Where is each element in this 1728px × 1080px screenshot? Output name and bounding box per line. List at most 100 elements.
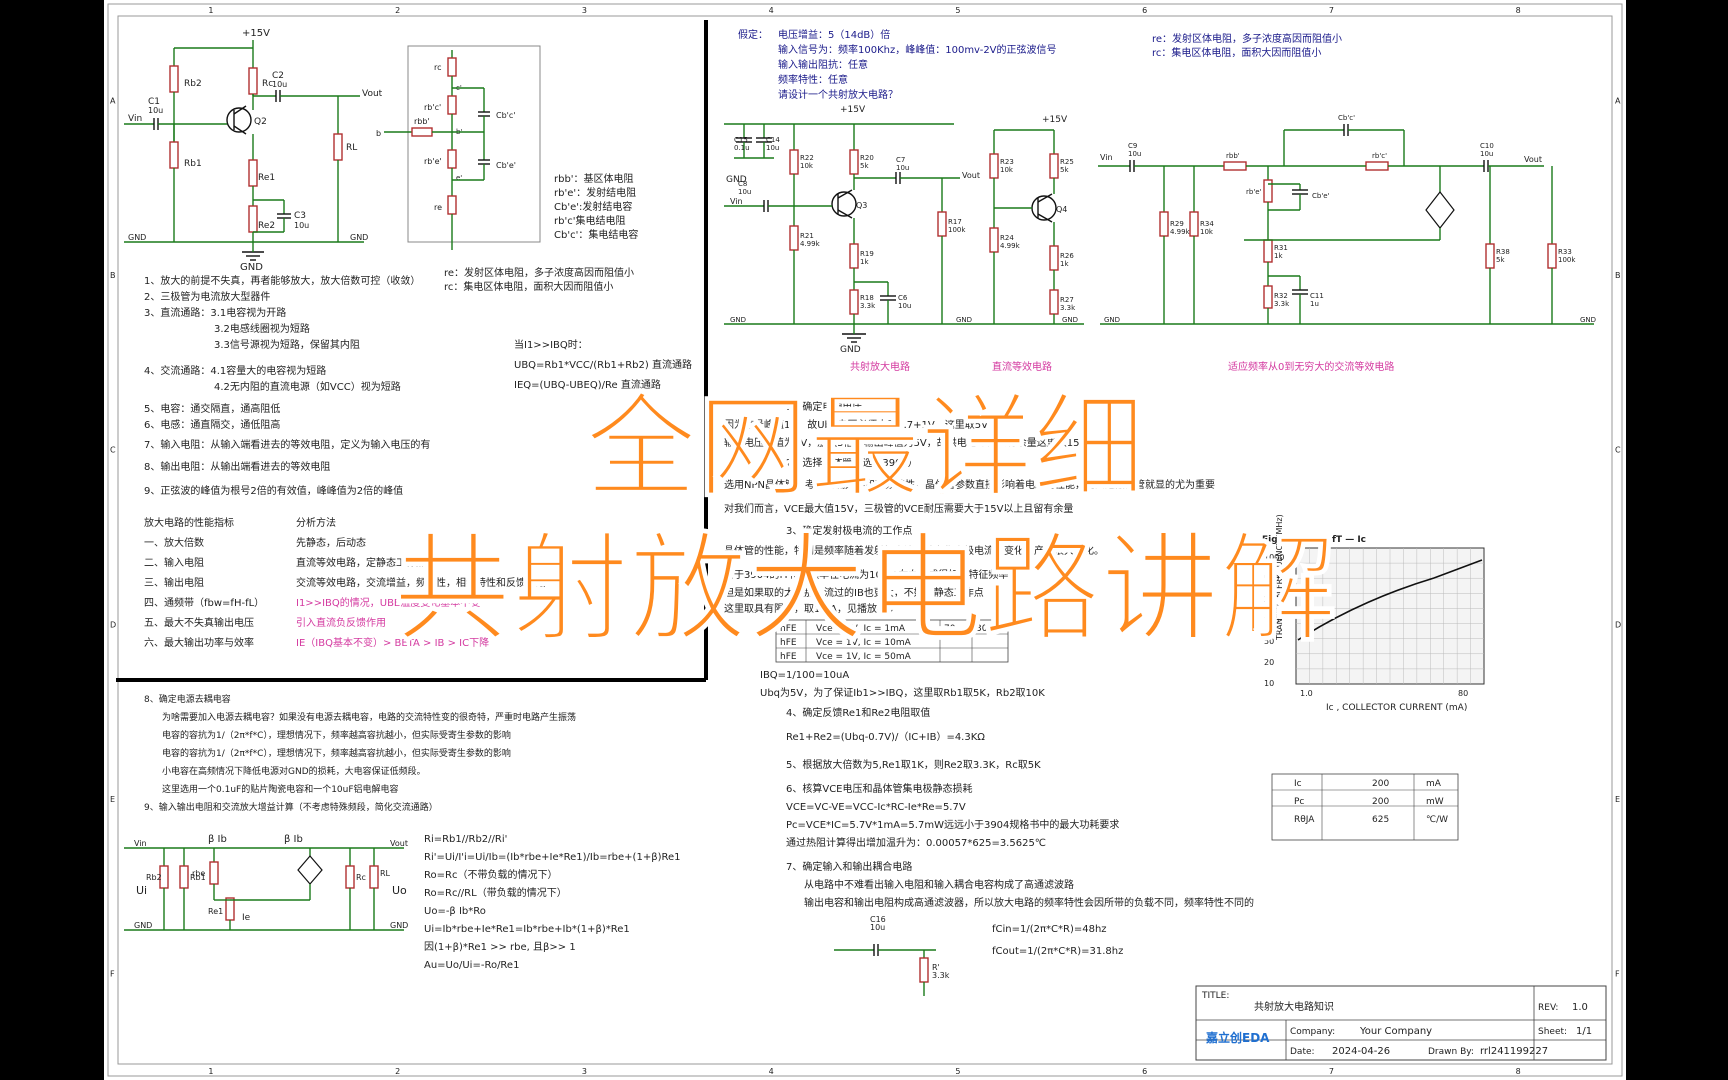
svg-text:10u: 10u bbox=[1480, 150, 1493, 158]
svg-text:R29: R29 bbox=[1170, 220, 1184, 228]
svg-text:0.1u: 0.1u bbox=[734, 144, 750, 152]
note-line: 3.3信号源视为短路，保留其内阻 bbox=[214, 338, 360, 351]
ibq-line: IEQ=(UBQ-UBEQ)/Re 直流通路 bbox=[514, 378, 661, 391]
svg-text:fT — Ic: fT — Ic bbox=[1332, 535, 1366, 545]
ft-ytick: 100 bbox=[1264, 616, 1279, 625]
border-col-mark: 6 bbox=[1142, 1067, 1147, 1076]
svg-text:Rb2: Rb2 bbox=[184, 79, 202, 89]
border-row-mark: D bbox=[110, 620, 116, 629]
svg-text:Vin: Vin bbox=[730, 197, 743, 206]
model-legend-line: rb'e'：发射结电阻 bbox=[554, 186, 636, 199]
svg-text:+15V: +15V bbox=[1042, 115, 1068, 125]
step-line: 从电路中不难看出输入电阻和输入耦合电容构成了高通滤波路 bbox=[804, 878, 1074, 891]
perf-header: 分析方法 bbox=[296, 516, 336, 529]
spec-line: 输入输出阻抗：任意 bbox=[778, 58, 868, 71]
small-signal-circuit: Vin Vout β Ib β Ib Rb2 Rb1 rbe Re1 Ie Rc… bbox=[124, 834, 408, 931]
rl-resistor bbox=[333, 133, 343, 161]
svg-text:REV:: REV: bbox=[1538, 1003, 1558, 1013]
rc-resistor bbox=[248, 67, 258, 95]
svg-text:GND: GND bbox=[240, 262, 263, 273]
perf-metric: 一、放大倍数 bbox=[144, 536, 204, 549]
caption-dc: 直流等效电路 bbox=[992, 360, 1052, 373]
svg-text:Rb2: Rb2 bbox=[146, 873, 162, 882]
fcout-formula: fCout=1/(2π*C*R)=31.8hz bbox=[992, 946, 1123, 957]
q2-transistor bbox=[226, 107, 252, 133]
ft-ytick: 50 bbox=[1264, 637, 1274, 646]
right-note: 由于3904的fT特征频率在电流为10mA左右可成很好的特征频率 bbox=[724, 568, 1008, 581]
right-note: 1、确定电源电压 bbox=[786, 400, 862, 413]
perf-method: 直流等效电路，定静态工作点 bbox=[296, 556, 426, 569]
svg-text:re: re bbox=[434, 203, 442, 212]
svg-text:100k: 100k bbox=[1558, 256, 1576, 264]
spec-line: 请设计一个共射放大电路？ bbox=[778, 88, 898, 101]
overlay-line-2: 共射放大电路讲解 bbox=[393, 520, 1337, 658]
svg-text:Q2: Q2 bbox=[254, 117, 267, 127]
svg-text:4.99k: 4.99k bbox=[1170, 228, 1191, 236]
note-line: 8、输出电阻：从输出端看进去的等效电阻 bbox=[144, 460, 330, 473]
svg-text:GND: GND bbox=[134, 921, 152, 930]
caps-line: 电容的容抗为1/（2π*f*C），理想情况下，频率越高容抗越小，但实际受寄生参数… bbox=[162, 747, 511, 759]
svg-text:R22: R22 bbox=[800, 154, 814, 162]
svg-text:R21: R21 bbox=[800, 232, 814, 240]
sheet-title: 共射放大电路知识 bbox=[1254, 1000, 1334, 1013]
hfe-cell: Vce = 1V, Ic = 10mA bbox=[816, 638, 912, 648]
hfe-cell: Vce = 1V, Ic = 1mA bbox=[816, 624, 906, 634]
svg-text:Cb'c': Cb'c' bbox=[496, 111, 515, 120]
svg-text:10u: 10u bbox=[766, 144, 779, 152]
svg-text:rb'c': rb'c' bbox=[424, 103, 441, 112]
svg-text:Company:: Company: bbox=[1290, 1027, 1335, 1037]
note-line: 9、正弦波的峰值为根号2倍的有效值，峰峰值为2倍的峰值 bbox=[144, 484, 403, 497]
abs-cell: 200 bbox=[1372, 797, 1389, 807]
svg-text:C10: C10 bbox=[1480, 142, 1494, 150]
svg-text:C7: C7 bbox=[896, 156, 905, 164]
svg-text:GND: GND bbox=[1580, 316, 1596, 324]
caps-line: 电容的容抗为1/（2π*f*C），理想情况下，频率越高容抗越小，但实际受寄生参数… bbox=[162, 729, 511, 741]
right-note: 2、选择晶体管（选用3904） bbox=[786, 456, 918, 469]
border-col-mark: 7 bbox=[1329, 6, 1334, 15]
svg-text:100k: 100k bbox=[948, 226, 966, 234]
border-col-mark: 2 bbox=[395, 1067, 400, 1076]
border-col-mark: 1 bbox=[208, 1067, 213, 1076]
svg-text:R26: R26 bbox=[1060, 252, 1074, 260]
svg-text:3.3k: 3.3k bbox=[1274, 300, 1290, 308]
border-row-mark: B bbox=[110, 271, 116, 280]
svg-text:C9: C9 bbox=[1128, 142, 1137, 150]
svg-text:GND: GND bbox=[726, 175, 747, 185]
hfe-cell: 70 bbox=[944, 624, 956, 634]
note-line: 5、电容：通交隔直，通高阻低 bbox=[144, 402, 280, 415]
ibq-calc: Ubq为5V，为了保证Ib1>>IBQ，这里取Rb1取5K，Rb2取10K bbox=[760, 686, 1045, 699]
abs-cell: ℃/W bbox=[1426, 815, 1448, 825]
rb1-resistor bbox=[169, 141, 179, 169]
ft-xtick: 1.0 bbox=[1300, 689, 1313, 698]
svg-text:10u: 10u bbox=[898, 302, 911, 310]
note-line: 4、交流通路：4.1容量大的电容视为短路 bbox=[144, 364, 326, 377]
svg-text:1.0: 1.0 bbox=[1572, 1002, 1588, 1013]
svg-text:1k: 1k bbox=[1274, 252, 1283, 260]
caption-cs: 共射放大电路 bbox=[850, 360, 910, 373]
svg-text:1k: 1k bbox=[1060, 260, 1069, 268]
border-row-mark: F bbox=[1615, 970, 1620, 979]
perf-method: 引入直流负反馈作用 bbox=[296, 616, 386, 629]
re-rc-note-2: re：发射区体电阻，多子浓度高因而阻值小 bbox=[1152, 32, 1342, 45]
svg-text:Vout: Vout bbox=[390, 839, 408, 848]
svg-text:Re1: Re1 bbox=[258, 173, 275, 183]
design-steps: 4、确定反馈Re1和Re2电阻取值Re1+Re2=(Ubq-0.7V)/（IC+… bbox=[786, 706, 1254, 909]
svg-text:R27: R27 bbox=[1060, 296, 1074, 304]
perf-metric: 三、输出电阻 bbox=[144, 576, 204, 589]
step-line: 6、核算VCE电压和晶体管集电极静态损耗 bbox=[786, 782, 973, 795]
model-legend-line: Cb'e':发射结电容 bbox=[554, 200, 632, 213]
svg-text:10u: 10u bbox=[870, 923, 885, 932]
svg-text:10k: 10k bbox=[1000, 166, 1014, 174]
svg-text:10k: 10k bbox=[800, 162, 814, 170]
svg-text:Vout: Vout bbox=[1524, 155, 1542, 164]
svg-text:1/1: 1/1 bbox=[1576, 1026, 1592, 1037]
re-rc-note: re：发射区体电阻，多子浓度高因而阻值小 bbox=[444, 266, 634, 279]
sheet-inner-border bbox=[117, 15, 1613, 1065]
model-legend-line: rbb'：基区体电阻 bbox=[554, 172, 634, 185]
svg-text:C16: C16 bbox=[870, 915, 886, 924]
abs-cell: Ic bbox=[1294, 779, 1302, 789]
svg-text:Cb'c': Cb'c' bbox=[1338, 114, 1355, 122]
